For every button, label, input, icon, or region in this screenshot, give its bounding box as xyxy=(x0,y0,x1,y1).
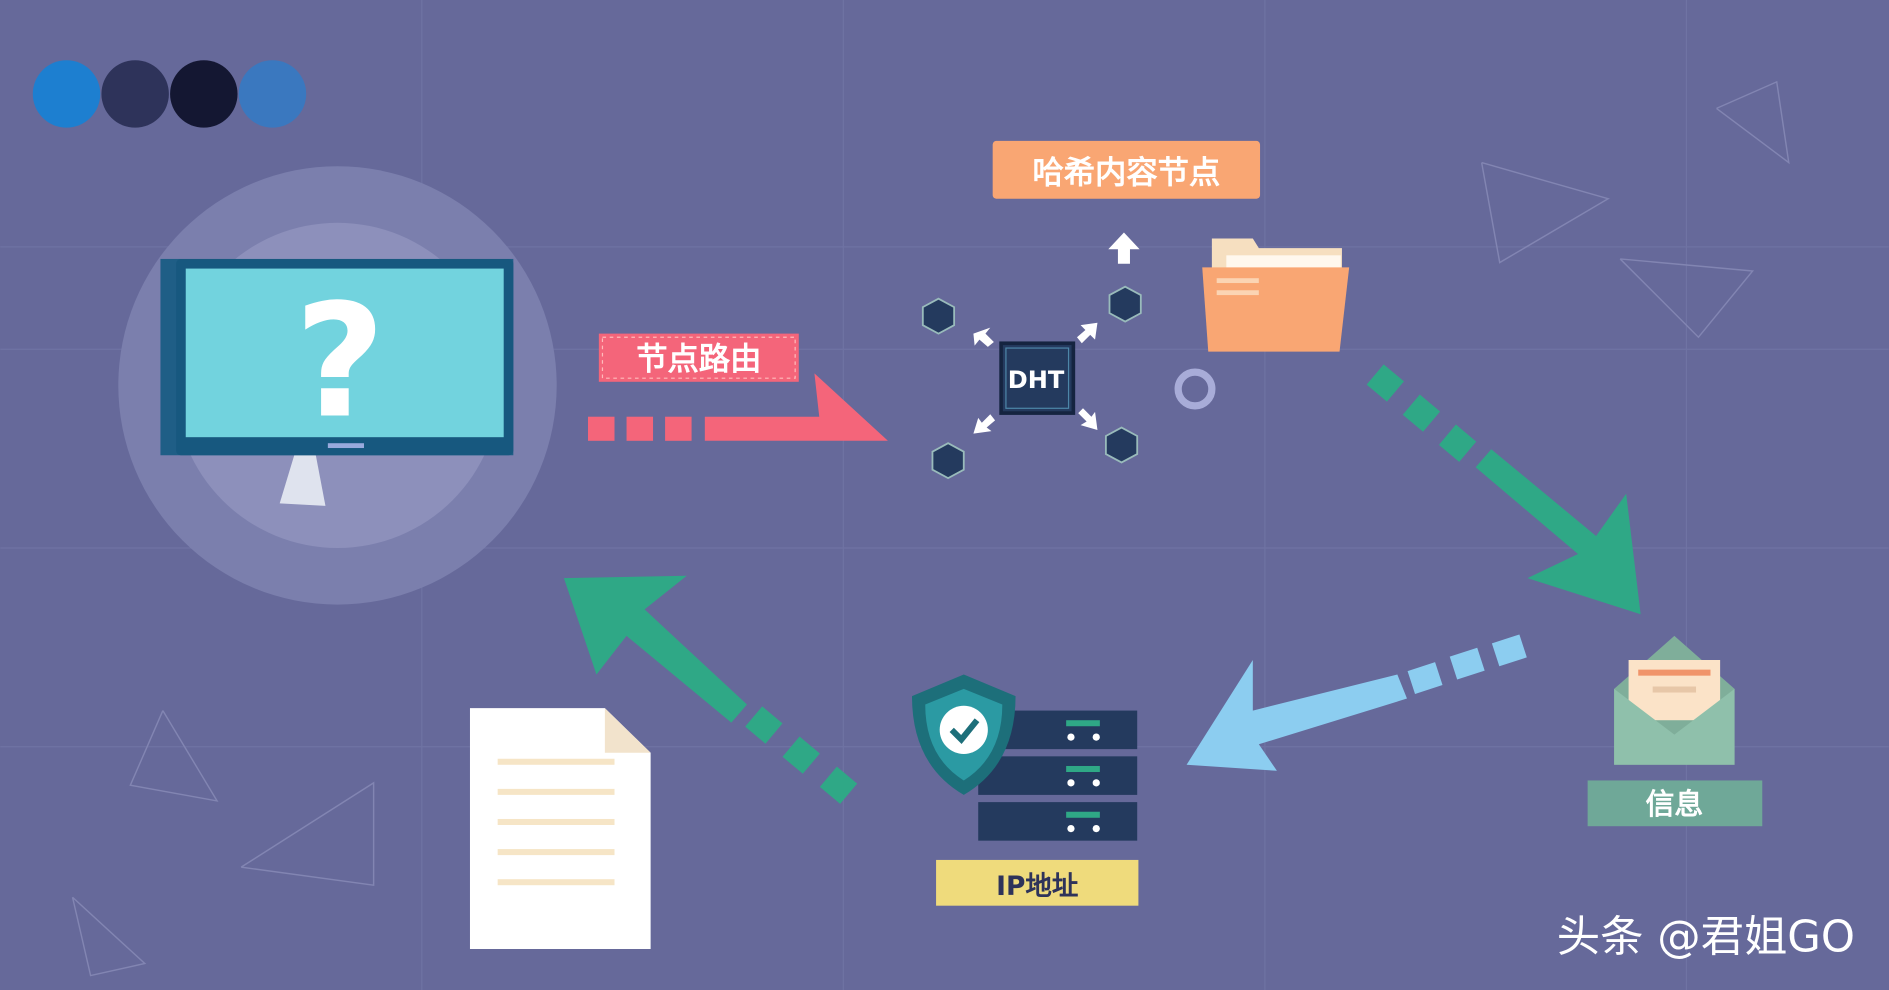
monitor-icon: ? xyxy=(118,166,557,605)
watermark: 头条 @君姐GO xyxy=(1557,912,1855,962)
server-icon xyxy=(978,710,1138,841)
shield-check-icon xyxy=(911,674,1016,795)
ip-label: IP地址 xyxy=(996,871,1078,902)
info-badge xyxy=(1587,780,1763,827)
dht-node-icon: DHT xyxy=(921,232,1142,480)
route-label: 节点路由 xyxy=(636,342,761,378)
hash-node-badge xyxy=(992,140,1261,199)
ip-badge xyxy=(936,859,1139,906)
envelope-icon xyxy=(1614,635,1735,765)
ring-decoration xyxy=(1174,368,1216,410)
folder-icon xyxy=(1202,238,1350,352)
question-mark: ? xyxy=(294,271,385,453)
route-arrow: 节点路由 xyxy=(588,333,888,441)
info-label: 信息 xyxy=(1645,787,1703,821)
constellation-decoration xyxy=(71,80,1790,977)
green-arrow-up-left xyxy=(563,575,858,804)
dht-label: DHT xyxy=(1008,366,1065,394)
document-icon xyxy=(469,708,651,950)
blue-arrow-left xyxy=(1186,634,1527,771)
hash-node-label: 哈希内容节点 xyxy=(1032,154,1220,191)
green-arrow-down-right xyxy=(1366,364,1641,615)
progress-dots xyxy=(32,60,307,128)
